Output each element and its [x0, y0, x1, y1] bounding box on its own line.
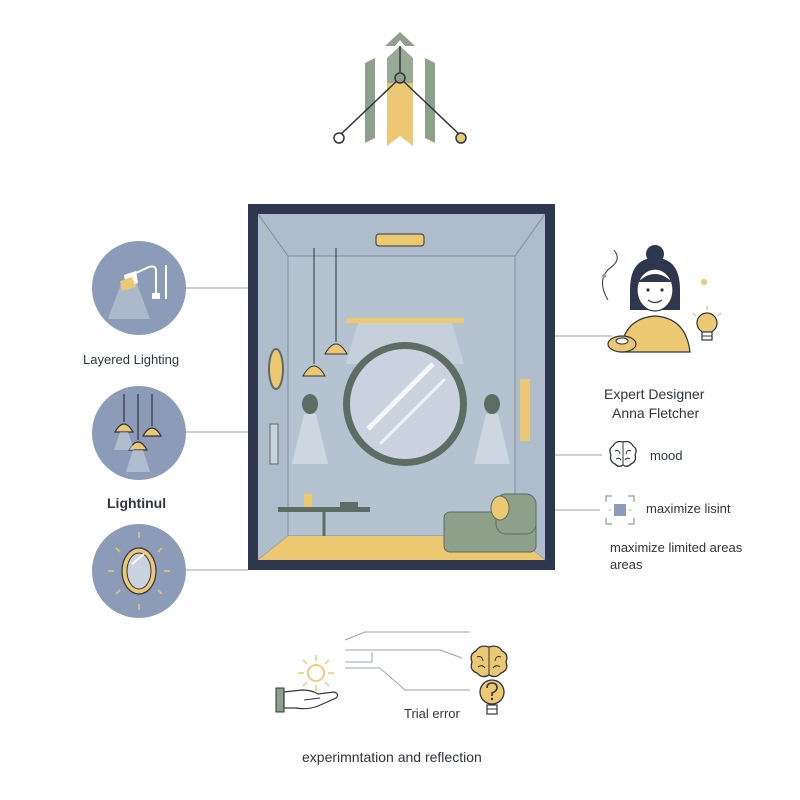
mirror-circle	[92, 524, 186, 618]
lightinul-label: Lightinul	[107, 495, 167, 511]
compass-logo-icon	[333, 32, 467, 146]
layered-lighting-label: Layered Lighting	[83, 352, 180, 367]
sun-icon	[298, 655, 334, 691]
maximize-areas-label-line1: maximize limited areas	[610, 540, 743, 555]
wall-sconce-icon	[108, 265, 167, 319]
maximize-icon	[605, 495, 635, 525]
experimentation-label: experimntation and reflection	[302, 749, 482, 765]
pendant-lights-icon	[113, 394, 163, 472]
maximize-lisint-label: maximize lisint	[646, 501, 731, 516]
designer-avatar-icon	[602, 245, 707, 353]
lighting-pendants-circle	[92, 386, 186, 480]
hand-icon	[275, 687, 339, 713]
expert-designer-label: Expert Designer	[604, 386, 705, 402]
room-illustration	[248, 204, 555, 570]
mood-label: mood	[650, 448, 683, 463]
layered-lighting-circle	[92, 241, 186, 335]
oval-mirror-icon	[108, 532, 170, 610]
lightbulb-icon	[692, 306, 722, 341]
question-bulb-icon	[479, 679, 505, 715]
brain-icon	[609, 440, 637, 467]
trial-error-label: Trial error	[404, 706, 460, 721]
maximize-areas-label-line2: areas	[610, 557, 643, 572]
brain-icon	[470, 645, 508, 678]
designer-name-label: Anna Fletcher	[612, 405, 700, 421]
